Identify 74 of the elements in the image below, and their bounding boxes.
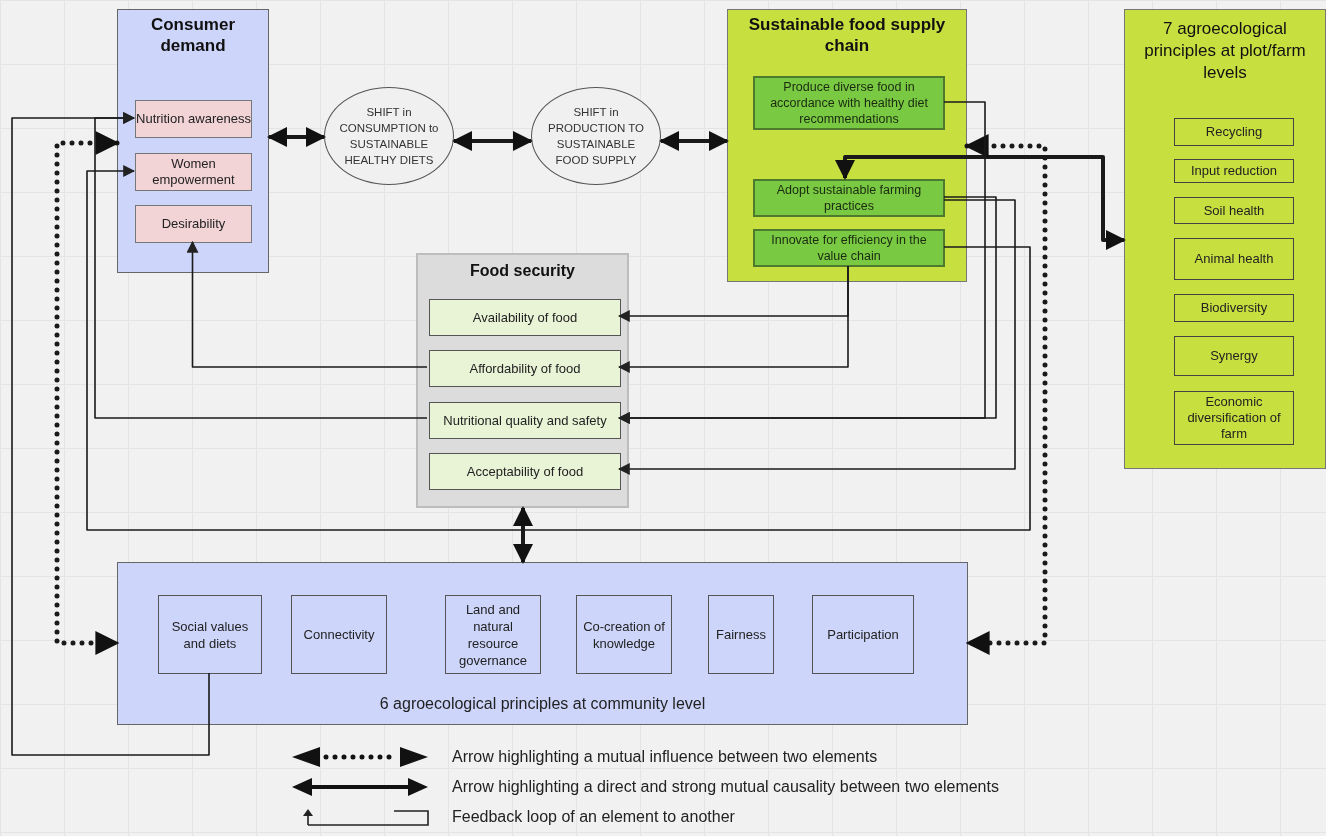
box-label: Fairness bbox=[715, 626, 767, 643]
box-label: Social values and diets bbox=[170, 617, 250, 652]
box-label: Participation bbox=[826, 626, 900, 643]
box-label: Produce diverse food in accordance with healthy diet recommendations bbox=[769, 79, 929, 127]
food-security-box bbox=[429, 402, 621, 439]
principle-box bbox=[1174, 197, 1294, 224]
factor-box bbox=[135, 205, 252, 243]
thick-arrow bbox=[835, 155, 1126, 250]
box-label: Connectivity bbox=[302, 626, 376, 643]
thick-arrow bbox=[267, 127, 326, 147]
box-label: Co-creation of knowledge bbox=[582, 617, 666, 652]
legend-text: Arrow highlighting a direct and strong mutual causality between two elements bbox=[452, 777, 999, 797]
feedback-arrow bbox=[186, 240, 428, 368]
box-label: Adopt sustainable farming practices bbox=[775, 182, 923, 214]
principle-box bbox=[1174, 118, 1294, 146]
thick-arrow bbox=[452, 131, 533, 151]
principle-box bbox=[1174, 391, 1294, 445]
box-label: Animal health bbox=[1194, 251, 1274, 267]
box-label: Land and natural resource governance bbox=[458, 600, 528, 669]
box-label: Biodiversity bbox=[1200, 300, 1268, 316]
principle-box bbox=[1174, 238, 1294, 280]
box-label: Synergy bbox=[1210, 348, 1258, 364]
food-security-box bbox=[429, 350, 621, 387]
principle-box bbox=[812, 595, 914, 674]
box-label: Desirability bbox=[161, 216, 226, 232]
thick-arrow bbox=[659, 131, 729, 151]
group-panel bbox=[117, 562, 968, 725]
dotted-arrow bbox=[964, 134, 1048, 655]
box-label: Input reduction bbox=[1191, 163, 1277, 179]
action-box bbox=[753, 179, 945, 217]
principle-box bbox=[158, 595, 262, 674]
panel-title: 7 agroecological principles at plot/farm levels bbox=[1143, 18, 1307, 84]
food-security-box bbox=[429, 453, 621, 490]
box-label: Recycling bbox=[1205, 124, 1263, 140]
group-panel bbox=[727, 9, 967, 282]
legend-text: Arrow highlighting a mutual influence between two elements bbox=[452, 747, 878, 767]
box-label: SHIFT in CONSUMPTION to SUSTAINABLE HEALTHY DIETS bbox=[338, 105, 440, 168]
feedback-arrow bbox=[86, 165, 1031, 531]
factor-box bbox=[135, 153, 252, 191]
principle-box bbox=[291, 595, 387, 674]
principle-box bbox=[576, 595, 672, 674]
action-box bbox=[753, 229, 945, 267]
principle-box bbox=[708, 595, 774, 674]
food-security-box bbox=[429, 299, 621, 336]
principle-box bbox=[1174, 336, 1294, 376]
box-label: Nutrition awareness bbox=[136, 111, 251, 127]
panel-title: Consumer demand bbox=[149, 14, 237, 56]
panel-title: Sustainable food supply chain bbox=[747, 14, 947, 56]
box-label: Women empowerment bbox=[151, 156, 236, 188]
group-panel bbox=[117, 9, 269, 273]
box-label: Affordability of food bbox=[468, 360, 582, 377]
feedback-arrow bbox=[11, 112, 210, 756]
panel-title: 6 agroecological principles at community level bbox=[379, 694, 706, 714]
box-label: Soil health bbox=[1203, 202, 1265, 219]
box-label: Economic diversification of farm bbox=[1186, 394, 1282, 442]
action-box bbox=[753, 76, 945, 130]
feedback-arrow bbox=[617, 196, 997, 424]
group-panel bbox=[1124, 9, 1326, 469]
feedback-arrow bbox=[617, 199, 1016, 475]
principle-box bbox=[1174, 159, 1294, 183]
thick-arrow bbox=[513, 506, 533, 564]
box-label: SHIFT in PRODUCTION TO SUSTAINABLE FOOD SUPPLY bbox=[546, 105, 646, 168]
principle-box bbox=[1174, 294, 1294, 322]
legend-text: Feedback loop of an element to another bbox=[452, 807, 735, 827]
feedback-arrow bbox=[617, 265, 849, 373]
box-label: Innovate for efficiency in the value chain bbox=[770, 232, 928, 264]
box-label: Acceptability of food bbox=[465, 463, 585, 480]
dotted-arrow bbox=[54, 131, 120, 655]
panel-title: Food security bbox=[470, 261, 575, 281]
box-label: Availability of food bbox=[471, 309, 579, 326]
box-label: Nutritional quality and safety bbox=[442, 412, 608, 429]
factor-box bbox=[135, 100, 252, 138]
group-panel bbox=[416, 253, 629, 508]
principle-box bbox=[445, 595, 541, 674]
